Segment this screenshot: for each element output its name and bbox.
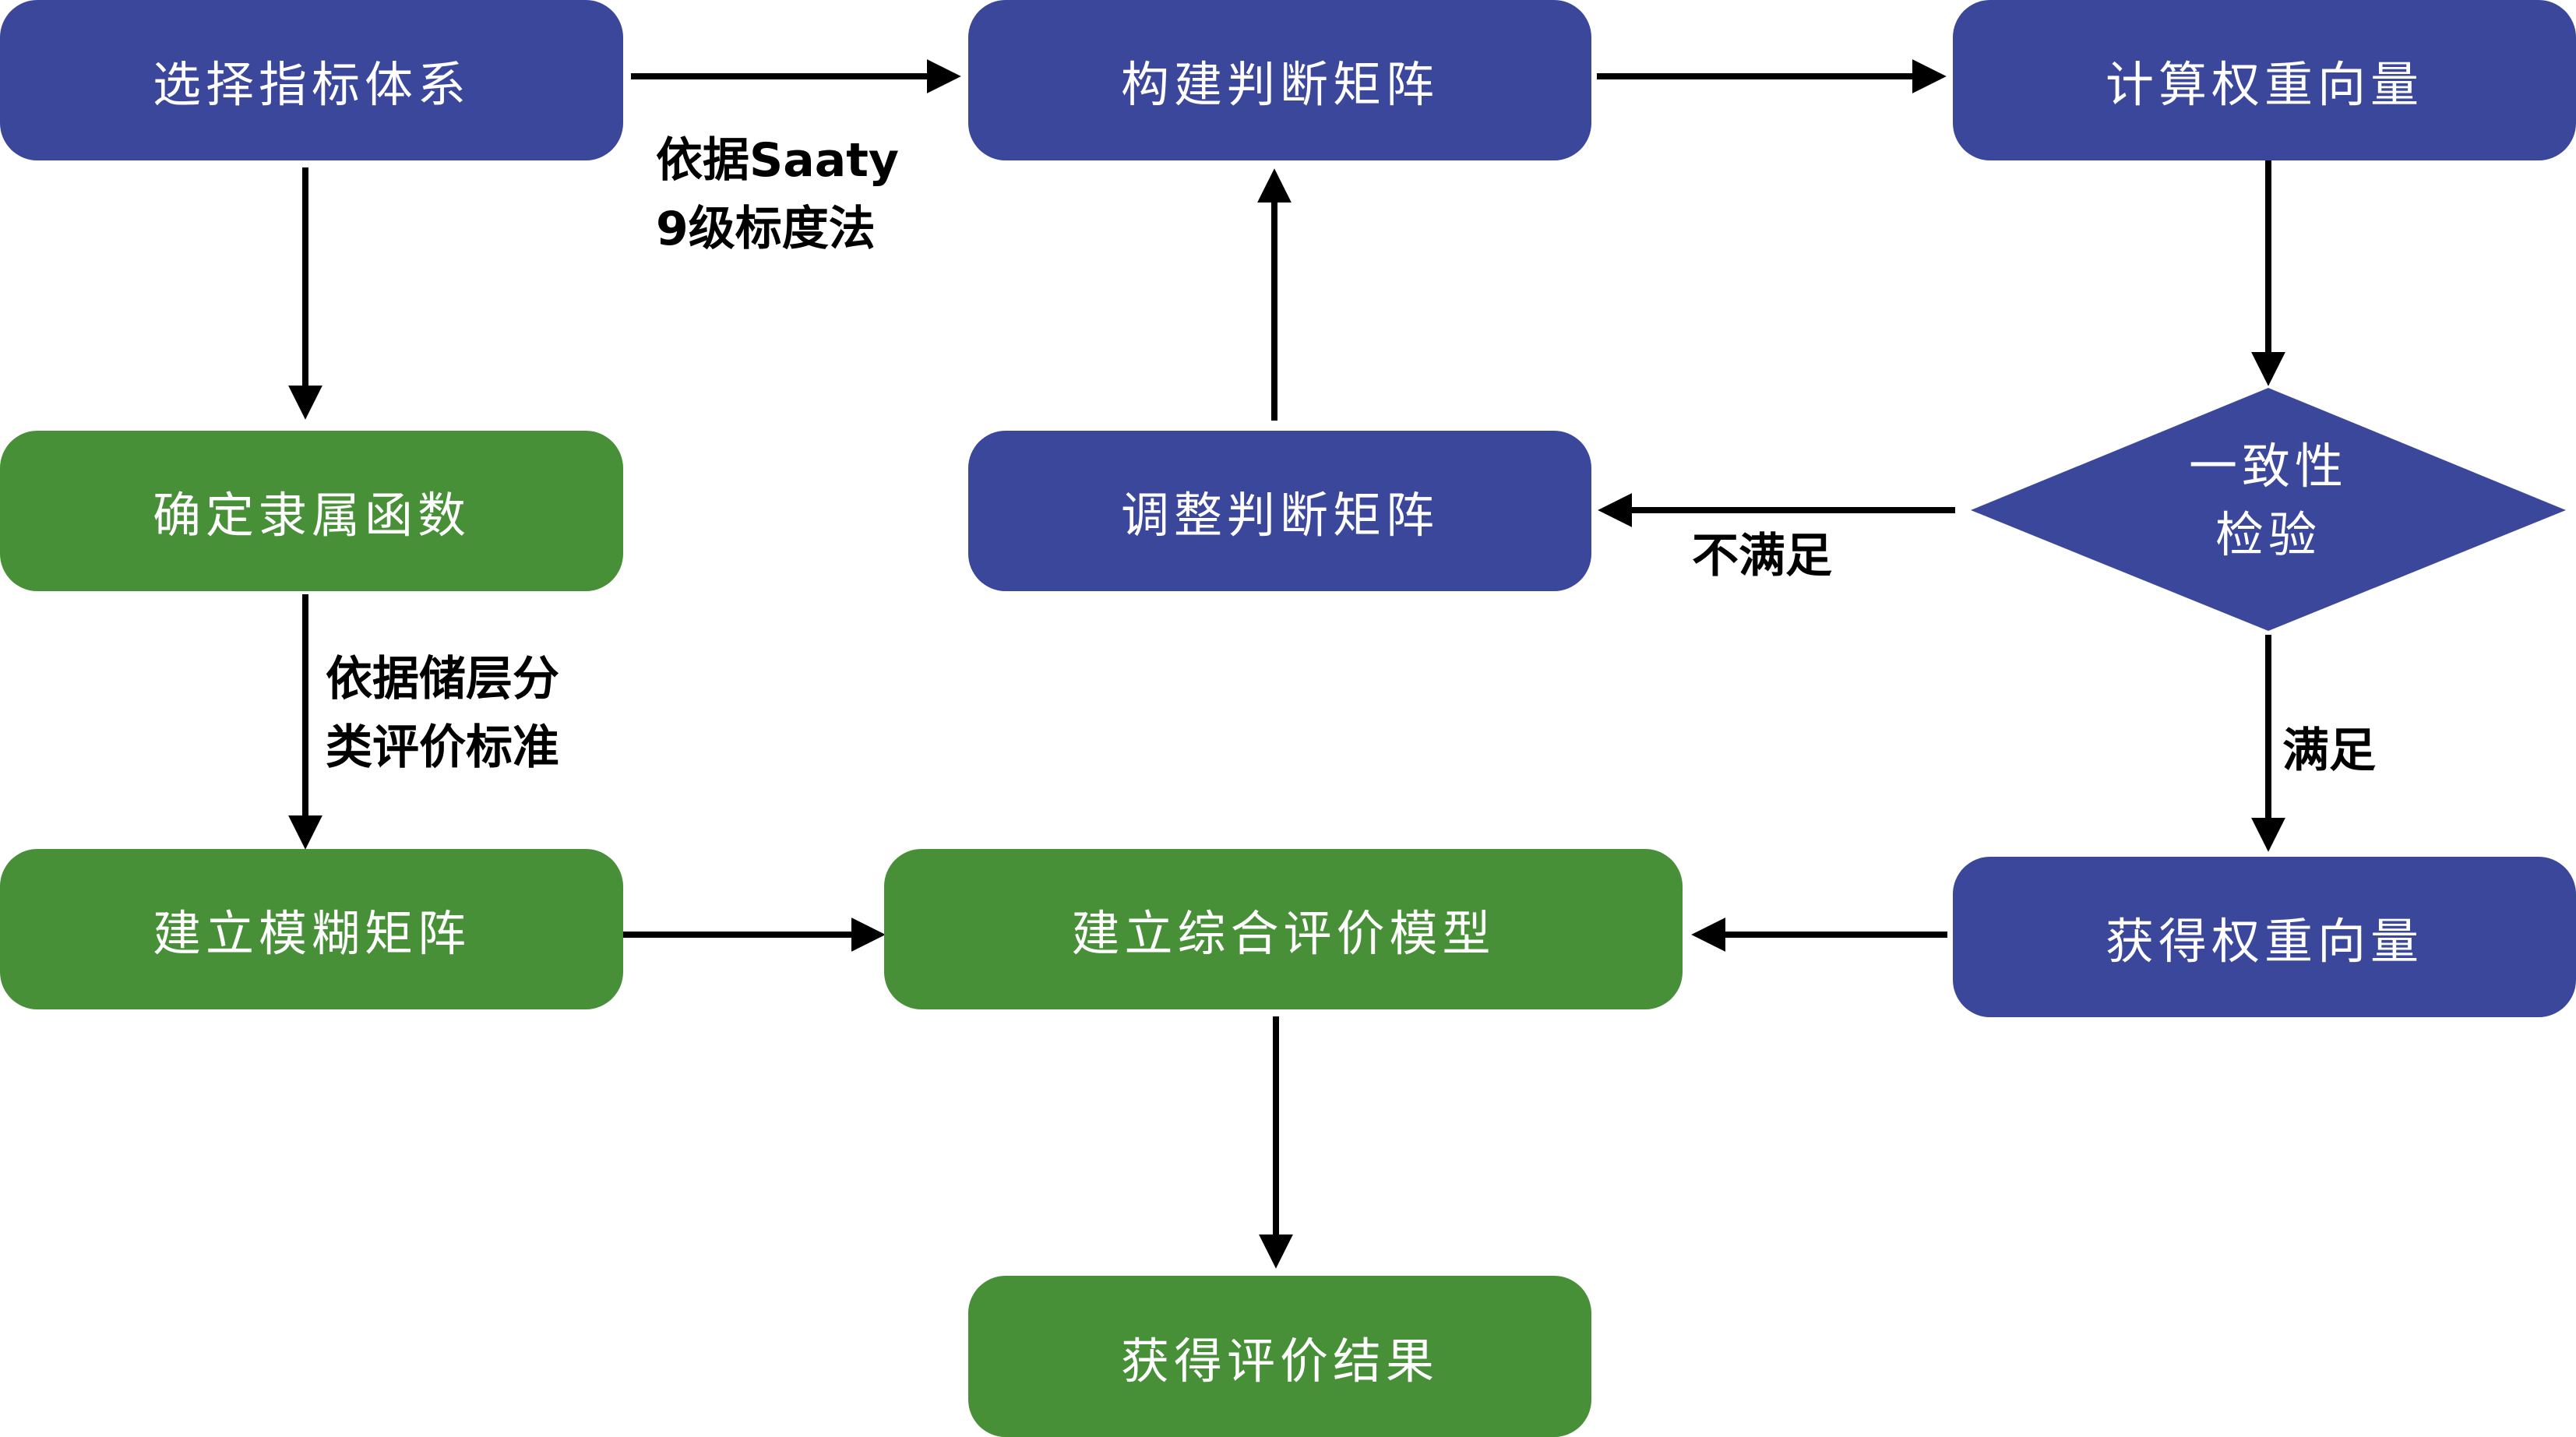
saaty-label-line-1: 依据Saaty — [656, 133, 899, 188]
reservoir-label-line-1: 依据储层分 — [326, 652, 559, 706]
reservoir-label: 依据储层分 类评价标准 — [326, 645, 559, 782]
calc-weight-node: 计算权重向量 — [1953, 0, 2576, 160]
consistency-check-text: 一致性 检验 — [2113, 432, 2424, 569]
consistency-check-diamond — [1971, 388, 2566, 631]
reservoir-label-line-2: 类评价标准 — [326, 720, 559, 775]
adjust-matrix-node: 调整判断矩阵 — [968, 431, 1591, 591]
get-result-text: 获得评价结果 — [1120, 1332, 1439, 1389]
saaty-label: 依据Saaty 9级标度法 — [656, 126, 899, 263]
membership-node: 确定隶属函数 — [0, 431, 623, 591]
fuzzy-matrix-text: 建立模糊矩阵 — [152, 905, 470, 962]
get-weight-text: 获得权重向量 — [2105, 913, 2423, 970]
get-result-node: 获得评价结果 — [968, 1276, 1591, 1437]
select-index-text: 选择指标体系 — [152, 56, 470, 113]
eval-model-node: 建立综合评价模型 — [884, 849, 1683, 1009]
consistency-line-1: 一致性 — [2188, 438, 2348, 495]
calc-weight-text: 计算权重向量 — [2105, 56, 2423, 113]
eval-model-text: 建立综合评价模型 — [1071, 905, 1496, 962]
build-matrix-text: 构建判断矩阵 — [1120, 56, 1439, 113]
build-matrix-node: 构建判断矩阵 — [968, 0, 1591, 160]
membership-text: 确定隶属函数 — [152, 487, 470, 544]
select-index-node: 选择指标体系 — [0, 0, 623, 160]
adjust-matrix-text: 调整判断矩阵 — [1120, 487, 1439, 544]
not-satisfied-label: 不满足 — [1692, 529, 1832, 583]
saaty-label-line-2: 9级标度法 — [656, 202, 876, 256]
fuzzy-matrix-node: 建立模糊矩阵 — [0, 849, 623, 1009]
satisfied-label: 满足 — [2282, 724, 2376, 778]
get-weight-node: 获得权重向量 — [1953, 857, 2576, 1017]
consistency-line-2: 检验 — [2215, 506, 2321, 563]
